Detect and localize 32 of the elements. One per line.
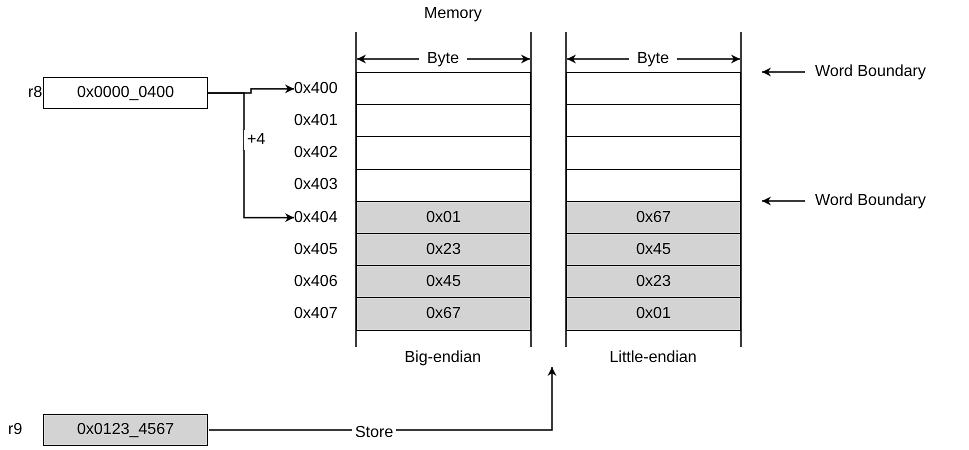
- address-label: 0x405: [294, 240, 338, 260]
- dimension-label: Byte: [637, 49, 670, 69]
- address-label: 0x401: [294, 111, 338, 132]
- memory-cell: [566, 104, 741, 138]
- register-name: r9: [8, 420, 22, 440]
- column-caption: Big-endian: [404, 348, 481, 368]
- memory-cell: 0x67: [566, 200, 741, 234]
- memory-cell: 0x67: [356, 297, 531, 332]
- memory-cell: 0x45: [356, 265, 531, 299]
- boundary-label: Word Boundary: [815, 62, 926, 82]
- address-label: 0x402: [294, 143, 338, 164]
- address-label: 0x404: [294, 208, 338, 228]
- memory-cell: 0x01: [356, 200, 531, 234]
- address-label: 0x407: [294, 304, 338, 324]
- dimension-label: Byte: [427, 49, 460, 69]
- address-label: 0x403: [294, 175, 338, 196]
- register-box: 0x0123_4567: [43, 414, 208, 446]
- arrow: [209, 367, 556, 431]
- memory-cell: [566, 136, 741, 170]
- memory-heading: Memory: [424, 4, 482, 24]
- address-label: 0x400: [294, 78, 338, 99]
- boundary-label: Word Boundary: [815, 191, 926, 211]
- memory-cell: 0x23: [566, 265, 741, 299]
- memory-cell: 0x01: [566, 297, 741, 332]
- memory-cell: 0x45: [566, 233, 741, 267]
- arrow: [208, 92, 294, 222]
- memory-cell: [566, 168, 741, 202]
- memory-cell: 0x23: [356, 233, 531, 267]
- memory-cell: [566, 72, 741, 106]
- register-box: 0x0000_0400: [43, 77, 208, 109]
- address-label: 0x406: [294, 272, 338, 292]
- register-name: r8: [28, 83, 42, 103]
